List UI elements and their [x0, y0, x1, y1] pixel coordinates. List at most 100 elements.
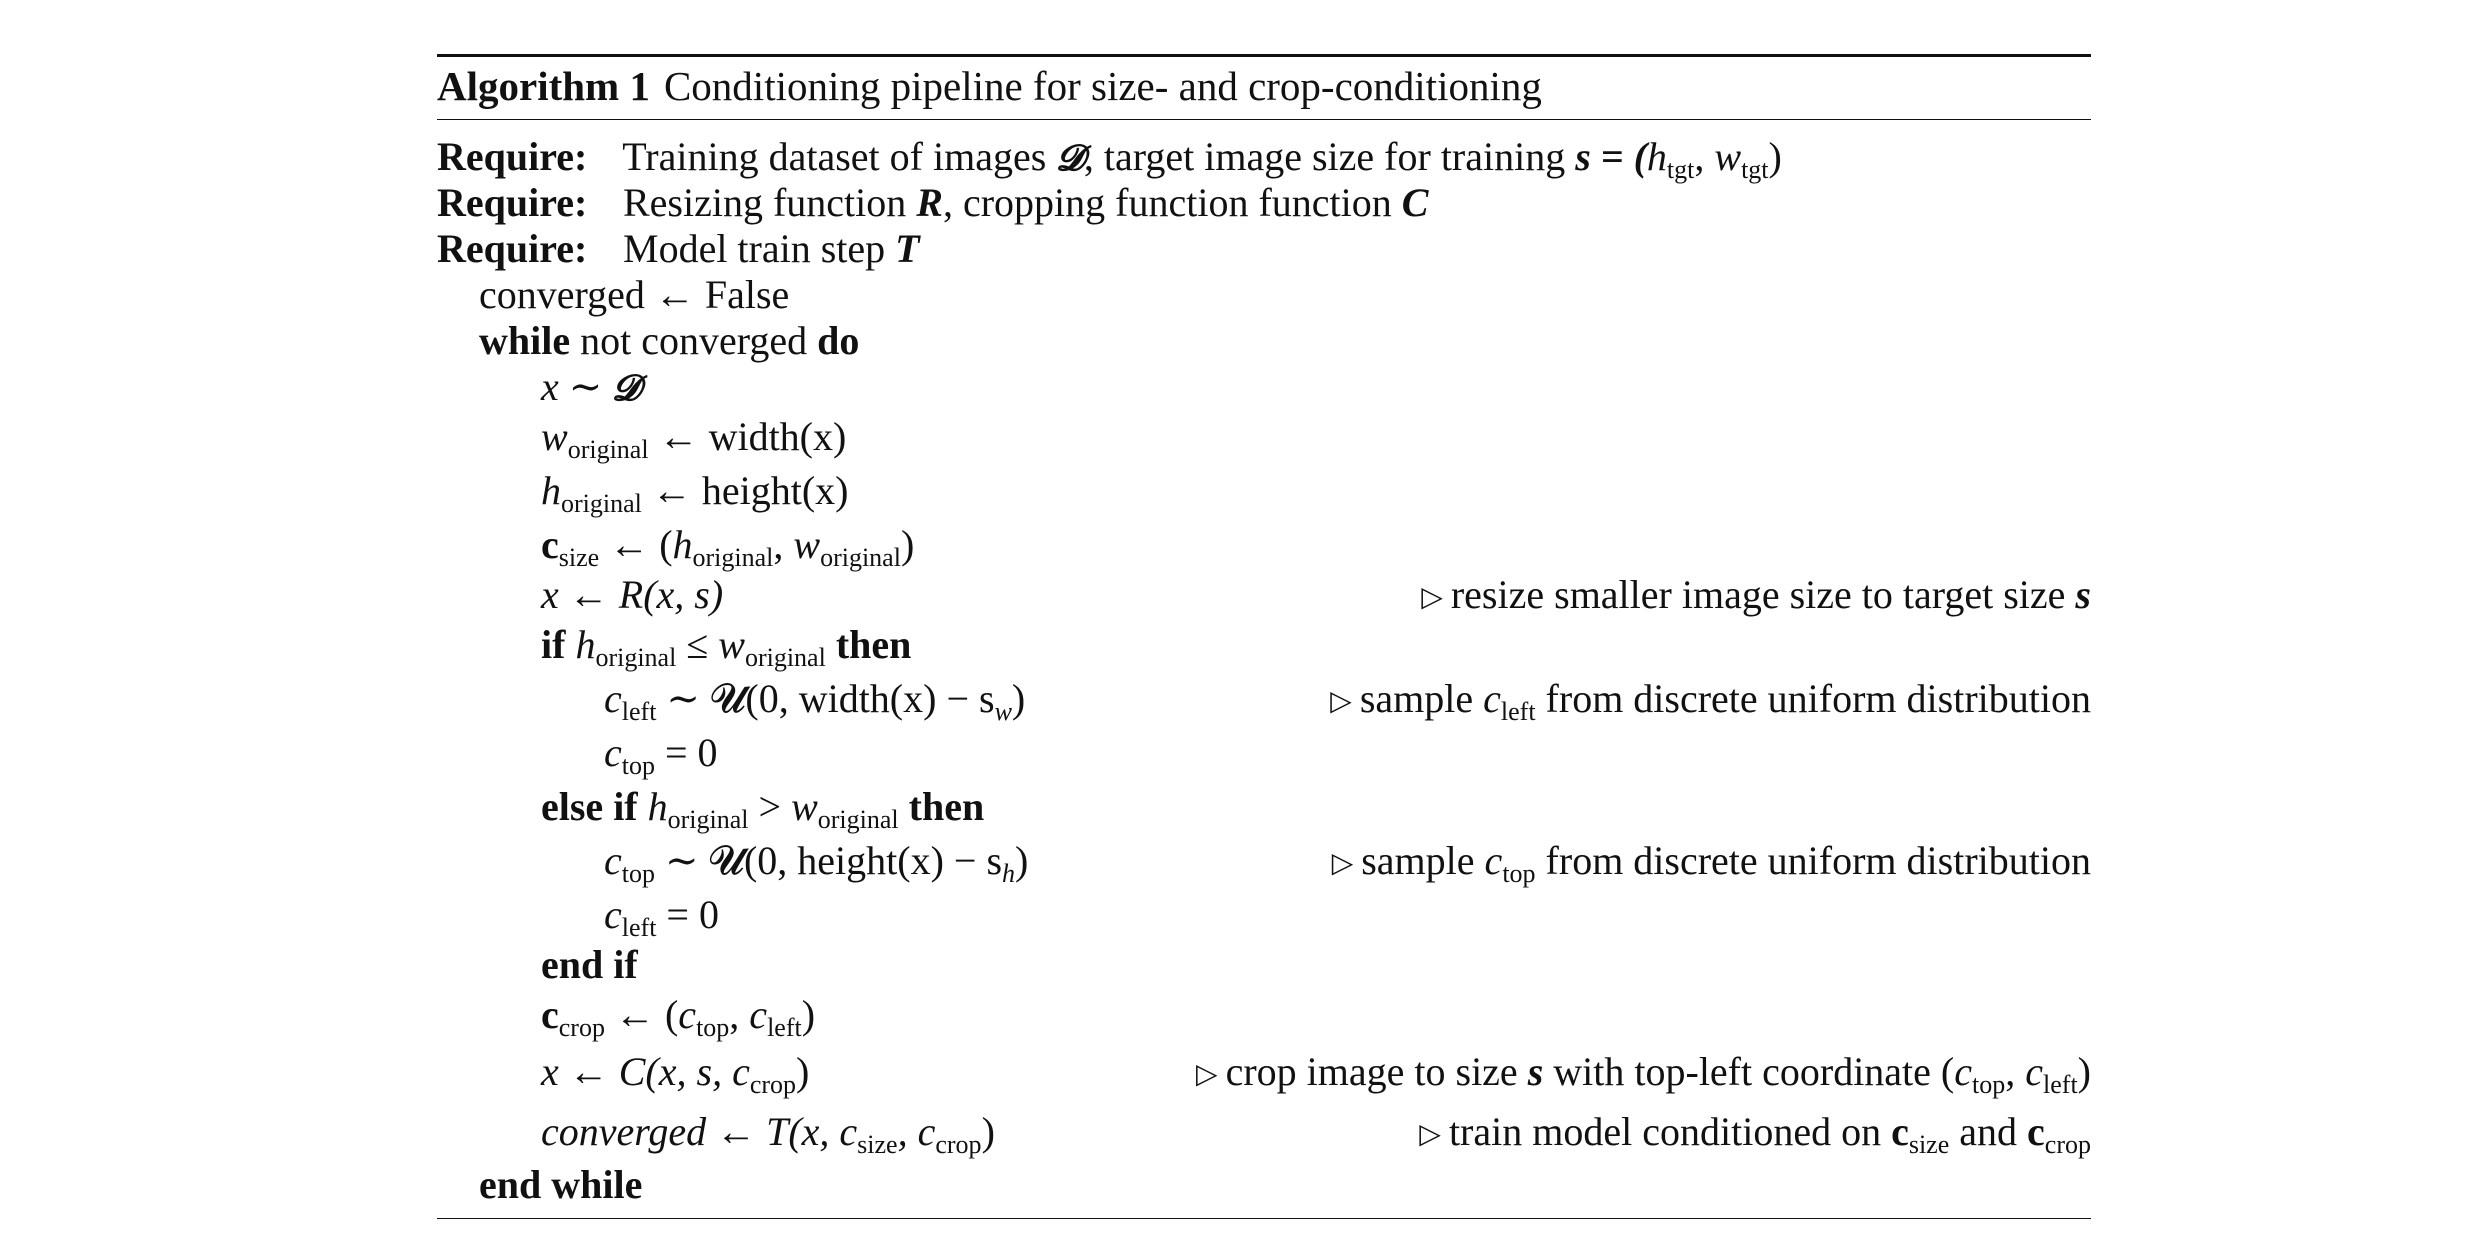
comment-text: crop image to size: [1225, 1049, 1518, 1094]
subscript: size: [1908, 1130, 1950, 1159]
math: c: [678, 992, 697, 1037]
math: x ∼: [541, 364, 613, 409]
while-keyword: while: [479, 318, 571, 363]
math: R: [916, 180, 943, 225]
math: h: [647, 784, 668, 829]
train-comment: ▷train model conditioned on csize and cc…: [1419, 1102, 2091, 1165]
math: c: [1891, 1109, 1909, 1154]
bottom-rule: [437, 1218, 2091, 1219]
math: w: [791, 784, 818, 829]
math: converged ← T(x, c: [541, 1109, 858, 1154]
do-keyword: do: [817, 318, 860, 363]
math: ∼ 𝓤(0, height(x) − s: [655, 838, 1003, 883]
subscript: size: [558, 543, 600, 572]
comment-text: and: [1959, 1109, 2018, 1154]
cleft-sample-line: cleft ∼ 𝓤(0, width(x) − sw) ▷sample clef…: [437, 672, 2091, 726]
math: ← height(x): [641, 468, 849, 513]
subscript: top: [1972, 1070, 2006, 1099]
crop-comment: ▷crop image to size s with top-left coor…: [1196, 1042, 2091, 1105]
end-while-keyword: end while: [479, 1162, 643, 1207]
math: , c: [897, 1109, 936, 1154]
subscript: top: [696, 1013, 730, 1042]
math: c: [541, 992, 559, 1037]
math: ← (: [599, 522, 673, 567]
converged-init-line: converged ← False: [437, 272, 2091, 318]
comment-marker-icon: ▷: [1330, 686, 1352, 717]
math: = 0: [656, 892, 719, 937]
ctop-comment: ▷sample ctop from discrete uniform distr…: [1332, 834, 2091, 891]
math: ,: [1694, 134, 1715, 179]
resize-line: x ← R(x, s) ▷resize smaller image size t…: [437, 572, 2091, 618]
require-functions-line: Require: Resizing function R, cropping f…: [437, 180, 2091, 226]
dataset-symbol: 𝓓: [612, 367, 640, 409]
math: ): [796, 1049, 810, 1094]
subscript: crop: [558, 1013, 605, 1042]
math: s: [2075, 572, 2091, 617]
top-rule: [437, 54, 2091, 57]
subscript: original: [667, 805, 749, 834]
math: h: [575, 622, 596, 667]
subscript: top: [1502, 859, 1536, 888]
math: c: [1954, 1049, 1973, 1094]
comment-marker-icon: ▷: [1196, 1059, 1218, 1090]
subscript: crop: [935, 1130, 982, 1159]
math: w: [793, 522, 821, 567]
math: w: [718, 622, 745, 667]
math: c: [604, 676, 622, 721]
comment-marker-icon: ▷: [1421, 582, 1443, 613]
train-line: converged ← T(x, c size , ccrop) ▷train mo…: [437, 1102, 2091, 1162]
comment-text: train model conditioned on: [1448, 1109, 1882, 1154]
comment-text: from discrete uniform distribution: [1545, 676, 2091, 721]
math: c: [541, 522, 559, 567]
then-keyword: then: [835, 622, 912, 667]
height-line: horiginal ← height(x): [437, 464, 2091, 518]
math: ∼ 𝓤(0, width(x) − s: [656, 676, 995, 721]
subscript: original: [692, 543, 774, 572]
subscript: left: [621, 913, 657, 942]
require-text: Training dataset of images: [622, 134, 1047, 179]
math: T: [895, 226, 920, 271]
math: ): [1011, 676, 1026, 721]
algorithm-body: Require: Training dataset of images 𝓓, t…: [437, 120, 2091, 1208]
math: ← (: [604, 992, 679, 1037]
subscript: original: [744, 643, 826, 672]
math: >: [748, 784, 792, 829]
subscript: original: [595, 643, 677, 672]
math: c: [604, 730, 622, 775]
comment-text: with top-left coordinate (: [1553, 1049, 1955, 1094]
else-if-line: else if horiginal > woriginal then: [437, 780, 2091, 834]
math: s = (: [1575, 134, 1647, 179]
math: ): [1015, 838, 1029, 883]
comment-text: sample: [1359, 676, 1474, 721]
require-train-step-line: Require: Model train step T: [437, 226, 2091, 272]
statement: not converged: [580, 318, 808, 363]
subscript: original: [567, 435, 649, 464]
ctop-zero-line: ctop = 0: [437, 726, 2091, 780]
math: ): [981, 1109, 995, 1154]
require-dataset-line: Require: Training dataset of images 𝓓, t…: [437, 134, 2091, 183]
require-text: , cropping function function: [942, 180, 1392, 225]
math: c: [2025, 1049, 2044, 1094]
width-line: woriginal ← width(x): [437, 410, 2091, 464]
ccrop-line: ccrop ← (ctop, cleft): [437, 988, 2091, 1042]
subscript: left: [621, 697, 657, 726]
math: ,: [2005, 1049, 2026, 1094]
require-keyword: Require:: [437, 180, 588, 225]
subscript: original: [820, 543, 901, 572]
math: c: [1484, 838, 1503, 883]
require-text: Model train step: [623, 226, 886, 271]
require-text: Resizing function: [623, 180, 907, 225]
end-if-keyword: end if: [541, 942, 638, 987]
caption-rule: [437, 119, 2091, 120]
require-keyword: Require:: [437, 134, 588, 179]
algorithm-title: Conditioning pipeline for size- and crop…: [663, 63, 1542, 109]
math: C: [1401, 180, 1429, 225]
else-if-keyword: else if: [541, 784, 638, 829]
comment-marker-icon: ▷: [1419, 1119, 1441, 1150]
subscript: top: [621, 751, 655, 780]
math: c: [2027, 1109, 2045, 1154]
cleft-zero-line: cleft = 0: [437, 888, 2091, 942]
subscript: original: [561, 489, 642, 518]
math: c: [604, 838, 622, 883]
